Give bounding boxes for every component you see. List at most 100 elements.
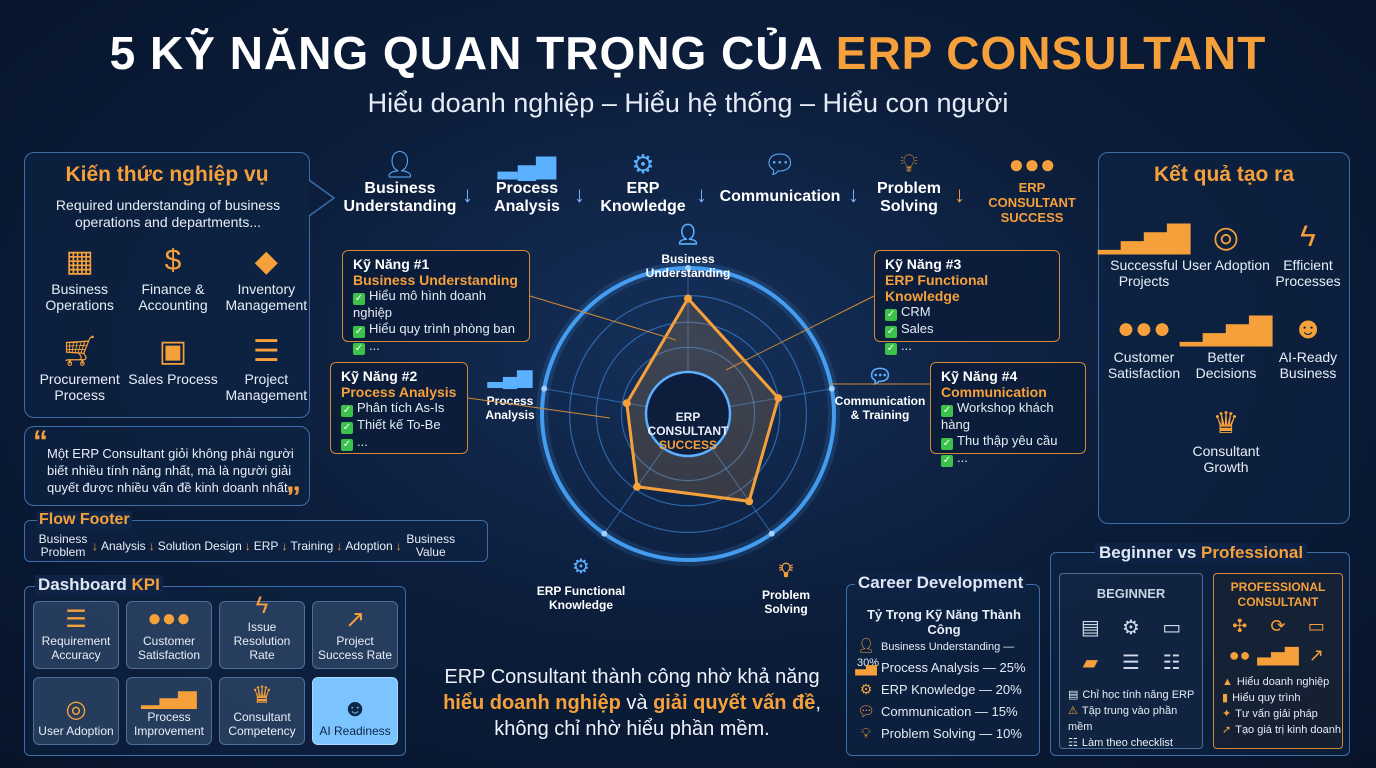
career-row: 👤︎Business Understanding — 30%: [857, 637, 1015, 669]
rocket-icon: ➚: [1222, 724, 1232, 736]
trend-icon: ↗: [344, 605, 366, 633]
radar-point: [684, 294, 692, 303]
radar-center-circle: [644, 370, 732, 458]
knowledge-desc: Required understanding of business opera…: [55, 197, 281, 230]
clipboard-icon: ☰: [252, 334, 280, 368]
kpi-ai-readiness[interactable]: ☻AI Readiness: [312, 677, 398, 745]
check-icon: ✓: [353, 326, 365, 338]
radar-axis-dot: [601, 530, 608, 537]
knowledge-item: ▣Sales Process: [126, 331, 219, 403]
knowledge-item: ◆Inventory Management: [220, 241, 313, 314]
radar-axis-dot: [685, 265, 691, 271]
radar-label-business: 👤︎Business Understanding: [636, 225, 740, 280]
trophy-icon: ♛: [1212, 406, 1240, 440]
bvp-title: Beginner vs Professional: [1095, 543, 1308, 563]
doc-icon: ▤: [1068, 689, 1079, 701]
checklist-icon: ☷: [1162, 652, 1181, 674]
check-icon: ✓: [885, 309, 897, 321]
radar-axis-dot: [541, 385, 548, 392]
person-icon: 👤︎: [857, 637, 875, 653]
bottom-message: ERP Consultant thành công nhờ khả năng h…: [443, 666, 821, 740]
quote-close-icon: ”: [286, 481, 301, 514]
result-item: ▁▃▅▇Better Decisions: [1180, 309, 1272, 382]
bar-chart-icon: ▂▄▆: [497, 148, 557, 179]
bolt-icon: ϟ: [1300, 220, 1316, 253]
kpi-customer-satisfaction[interactable]: ●●●Customer Satisfaction: [126, 601, 212, 669]
warning-icon: ⚠: [1068, 705, 1078, 717]
quote-text: Một ERP Consultant giỏi không phải người…: [47, 446, 294, 495]
career-row: ⚙ERP Knowledge — 20%: [857, 681, 1022, 698]
knowledge-pointer: [308, 179, 336, 217]
chat-icon: 💬︎: [857, 703, 875, 719]
check-icon: ✓: [341, 422, 353, 434]
bolt-icon: ϟ: [255, 592, 269, 619]
results-title: Kết quả tạo ra: [1153, 163, 1295, 186]
radar-point: [622, 399, 631, 408]
flow-arrow-icon: ↓: [954, 182, 965, 207]
check-icon: ✓: [353, 293, 365, 305]
team-icon: ●●●: [1008, 148, 1056, 179]
bar-chart-icon: ▁▃▅: [141, 681, 197, 709]
skill-box-4: Kỹ Năng #4 Communication ✓Workshop khách…: [930, 362, 1086, 467]
flow-final-success: ●●● ERP CONSULTANT SUCCESS: [988, 148, 1076, 226]
bar-chart-icon: ▃▅: [855, 659, 877, 675]
knowledge-item: ☰Project Management: [220, 331, 313, 404]
gear-icon: ⚙: [631, 148, 655, 179]
users-icon: ●●●: [147, 605, 191, 632]
folder-icon: ▰: [1082, 652, 1099, 674]
check-icon: ✓: [885, 343, 897, 355]
network-icon: ✣: [1232, 616, 1248, 636]
flow-footer-title: Flow Footer: [37, 511, 132, 529]
quote-open-icon: “: [33, 425, 48, 458]
chat-icon: 💬︎: [763, 148, 797, 179]
career-title: Career Development: [855, 573, 1027, 593]
beginner-icons: ▤⚙▭ ▰☰☷: [1070, 615, 1192, 675]
radar-label-erp: ⚙ERP Functional Knowledge: [526, 557, 636, 612]
building-icon: ▦: [65, 244, 94, 278]
team-icon: ●●: [1228, 645, 1251, 665]
check-icon: ✓: [941, 405, 953, 417]
result-item: ☻AI-Ready Business: [1263, 309, 1353, 381]
flow-process-analysis: ▂▄▆ Process Analysis: [494, 148, 560, 216]
kpi-title: Dashboard KPI: [35, 575, 163, 595]
flow-arrow-icon: ↓: [92, 538, 98, 553]
flow-problem-solving: 💡︎ Problem Solving: [876, 148, 941, 215]
knowledge-grid: ▦Business Operations $Finance & Accounti…: [33, 241, 313, 403]
page-subtitle: Hiểu doanh nghiệp – Hiểu hệ thống – Hiểu…: [367, 88, 1009, 118]
knowledge-item: ▦Business Operations: [33, 241, 126, 314]
kpi-project-success-rate[interactable]: ↗Project Success Rate: [312, 601, 398, 669]
knowledge-title: Kiến thức nghiệp vụ: [65, 163, 269, 186]
briefcase-icon: ▣: [158, 334, 188, 368]
kpi-user-adoption[interactable]: ◎User Adoption: [33, 677, 119, 745]
kpi-requirement-accuracy[interactable]: ☰Requirement Accuracy: [33, 601, 119, 669]
career-panel: Career Development Tỷ Trọng Kỹ Năng Thàn…: [846, 573, 1040, 756]
kpi-process-improvement[interactable]: ▁▃▅Process Improvement: [126, 677, 212, 745]
checklist-icon: ☷: [1068, 737, 1078, 749]
gear-icon: ⚙: [859, 681, 873, 697]
sync-icon: ⟳: [1270, 616, 1286, 636]
bar-chart-icon: ▃▅▇: [1257, 645, 1299, 665]
results-panel: Kết quả tạo ra ▁▃▅▇Successful Projects ◎…: [1098, 152, 1350, 524]
flow-arrow-icon: ↓: [395, 538, 402, 553]
kpi-consultant-competency[interactable]: ♛Consultant Competency: [219, 677, 305, 745]
radar-point: [774, 394, 783, 403]
radar-axis-dot: [828, 385, 835, 392]
target-icon: ◎: [65, 695, 87, 723]
knowledge-panel: Kiến thức nghiệp vụ Required understandi…: [24, 152, 310, 418]
coins-icon: $: [164, 244, 182, 277]
trophy-icon: ♛: [251, 681, 273, 709]
robot-icon: ☻: [342, 695, 368, 722]
bulb-icon: 💡︎: [861, 725, 871, 741]
bar-chart-icon: ▂▄▆: [487, 366, 533, 388]
knowledge-item: $Finance & Accounting: [126, 241, 219, 313]
result-item: ▁▃▅▇Successful Projects: [1098, 217, 1190, 290]
radar-label-process: ▂▄▆Process Analysis: [476, 366, 544, 422]
skill-box-2: Kỹ Năng #2 Process Analysis ✓Phân tích A…: [330, 362, 468, 454]
quote-box: “ Một ERP Consultant giỏi không phải ngư…: [24, 425, 310, 514]
flow-arrow-icon: ↓: [574, 182, 585, 207]
page-title: 5 KỸ NĂNG QUAN TRỌNG CỦA ERP CONSULTANT: [109, 27, 1267, 79]
trend-icon: ↗: [1308, 645, 1324, 665]
career-row: 💬︎Communication — 15%: [857, 703, 1018, 719]
